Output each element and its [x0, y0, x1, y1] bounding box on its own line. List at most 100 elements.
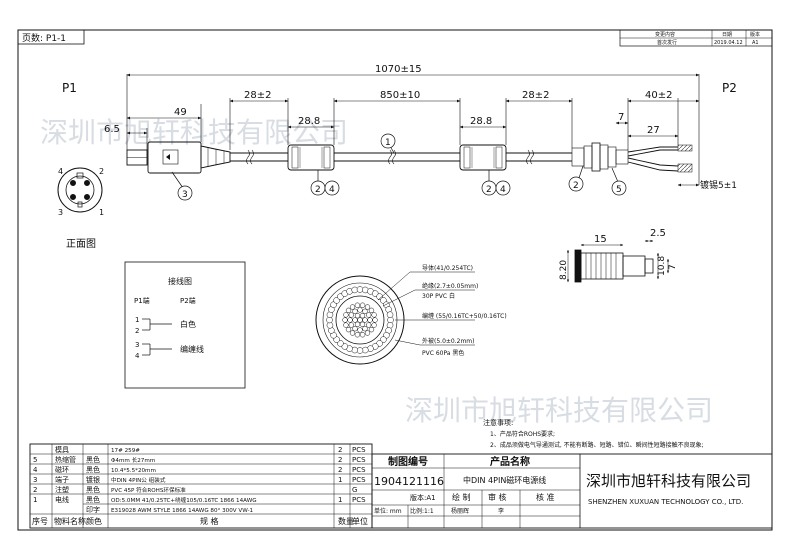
- dim-middle: 850±10: [380, 90, 420, 101]
- bom-cell-unit: G: [352, 486, 357, 494]
- conductor-strand: [362, 308, 368, 314]
- braid-strand: [333, 336, 340, 343]
- conductor-strand: [359, 332, 366, 338]
- bom-cell-no: 1: [33, 496, 37, 504]
- front-pin-4: 4: [58, 167, 63, 176]
- bom-header-cell: 颜色: [86, 516, 102, 526]
- dim-core-right: 28.8: [470, 116, 492, 127]
- conductor-strand: [357, 317, 363, 323]
- dim-tin: 镀锡5±1: [700, 179, 737, 191]
- bom-cell-color: 黑色: [86, 485, 100, 494]
- xs-insulation-material: 30P PVC 白: [422, 292, 455, 300]
- notes-title: 注意事项:: [483, 418, 513, 427]
- bom-table: [29, 443, 373, 529]
- dim-gap-left: 28±2: [244, 90, 271, 101]
- bom-cell-no: 2: [33, 486, 37, 494]
- wiring-white: 白色: [180, 319, 196, 329]
- braid-strand: [330, 301, 337, 308]
- cable-cross-section: [315, 271, 475, 365]
- bom-cell-color: 黑色: [86, 465, 100, 474]
- conductor-strand: [357, 307, 363, 313]
- braid-strand: [386, 311, 394, 318]
- revision-date: 2019.04.12: [714, 40, 743, 46]
- xs-braid: 编缠 (55/0.16TC+50/0.16TC): [422, 312, 507, 320]
- bom-cell-material: 电线: [55, 495, 69, 504]
- title-reviewer: 李: [498, 507, 504, 515]
- conductor-strand: [372, 317, 378, 323]
- bom-cell-no: 3: [33, 476, 37, 484]
- braid-strand: [341, 343, 348, 350]
- bom-cell-material: 热缩管: [55, 455, 76, 464]
- title-scale: 比例:1:1: [410, 507, 434, 515]
- bom-cell-unit: PCS: [352, 446, 366, 454]
- balloon-1: 1: [385, 138, 391, 148]
- watermark-top: 深圳市旭轩科技有限公司: [40, 116, 348, 149]
- front-pin-1: 1: [99, 208, 104, 217]
- title-product-name: 中DIN 4PIN磁环电源线: [463, 475, 546, 485]
- bom-cell-unit: PCS: [352, 496, 366, 504]
- wiring-title: 接线图: [168, 276, 192, 286]
- bom-cell-spec: 17# 259#: [111, 448, 140, 454]
- dim-strip-7: 7: [618, 112, 624, 123]
- bom-cell-qty: 2: [338, 456, 342, 464]
- bom-header-cell: 序号: [32, 516, 48, 526]
- title-version: 版本:A1: [410, 493, 436, 502]
- part-balloons: [171, 133, 627, 201]
- dim-p1-pin: 6.5: [104, 124, 120, 135]
- conductor-strand: [352, 308, 358, 314]
- conductor-strand: [368, 307, 375, 314]
- notes-item-1: 1、产品符合ROHS要求;: [490, 430, 555, 438]
- conductor-strand: [349, 330, 356, 336]
- revision-col-version: 版本: [750, 31, 760, 38]
- conductor-strand: [367, 317, 373, 323]
- bom-header-cell: 规 格: [200, 516, 219, 526]
- braid-strand: [337, 293, 344, 300]
- conductor-strand: [366, 312, 372, 318]
- bom-cell-color: 黑色: [86, 455, 100, 464]
- balloon-4-right: 4: [500, 185, 506, 195]
- conductor-strand: [349, 304, 356, 310]
- bom-cell-color: 黑色: [86, 495, 100, 504]
- front-pin-3: 3: [58, 208, 63, 217]
- wiring-p2-end: P2端: [180, 296, 196, 305]
- title-draw: 绘 制: [452, 492, 471, 502]
- wiring-pin-1: 1: [135, 316, 139, 324]
- bom-cell-spec: PVC 45P 符合ROHS环保标准: [111, 486, 186, 494]
- watermark-bottom: 深圳市旭轩科技有限公司: [405, 394, 713, 427]
- dim-p1-molding: 49: [174, 107, 187, 118]
- bom-cell-no: 5: [33, 456, 37, 464]
- bom-cell-color: 镀银: [86, 475, 100, 484]
- page-label-box: [17, 29, 85, 45]
- conductor-strand: [352, 317, 358, 323]
- revision-col-date: 日期: [722, 32, 732, 38]
- wiring-pin-2: 2: [135, 327, 139, 335]
- conductor-strand: [343, 312, 349, 318]
- tube-detail: [566, 239, 670, 283]
- dim-core-left: 28.8: [298, 116, 320, 127]
- end-label-p1: P1: [62, 81, 77, 95]
- title-product-label: 产品名称: [490, 455, 530, 468]
- conductor-strand: [354, 332, 361, 338]
- conductor-strand: [359, 321, 366, 327]
- wiring-diagram: [124, 261, 246, 389]
- bom-cell-spec: 10.4*5.5*20mm: [111, 468, 156, 474]
- dim-strip-27: 27: [647, 125, 660, 136]
- wiring-pin-3: 3: [135, 341, 139, 349]
- page-label: 页数: P1-1: [22, 32, 66, 44]
- title-drawer: 杨丽辉: [451, 507, 469, 515]
- title-drawing-no: 1904121116: [374, 475, 444, 488]
- balloon-3: 3: [182, 190, 188, 200]
- notes-item-2: 2、成品须做电气导通测试, 不能有断路、短路、错位、瞬间性短路接触不良现象;: [490, 441, 704, 449]
- front-view-label: 正面图: [66, 238, 96, 250]
- bom-cell-material: 注塑: [55, 485, 69, 494]
- revision-version: A1: [752, 40, 759, 46]
- bom-cell-material: 磁环: [55, 465, 69, 474]
- wiring-pin-4: 4: [135, 352, 140, 360]
- braid-strand: [372, 290, 379, 297]
- front-view-connector: [57, 167, 103, 213]
- bom-cell-unit: PCS: [352, 476, 366, 484]
- bom-cell-qty: 2: [338, 446, 342, 454]
- dim-strip-40: 40±2: [645, 90, 672, 101]
- bom-cell-spec: OD:5.0MM 41/0.25TC+绕缠105/0.16TC 1866 14A…: [111, 496, 257, 504]
